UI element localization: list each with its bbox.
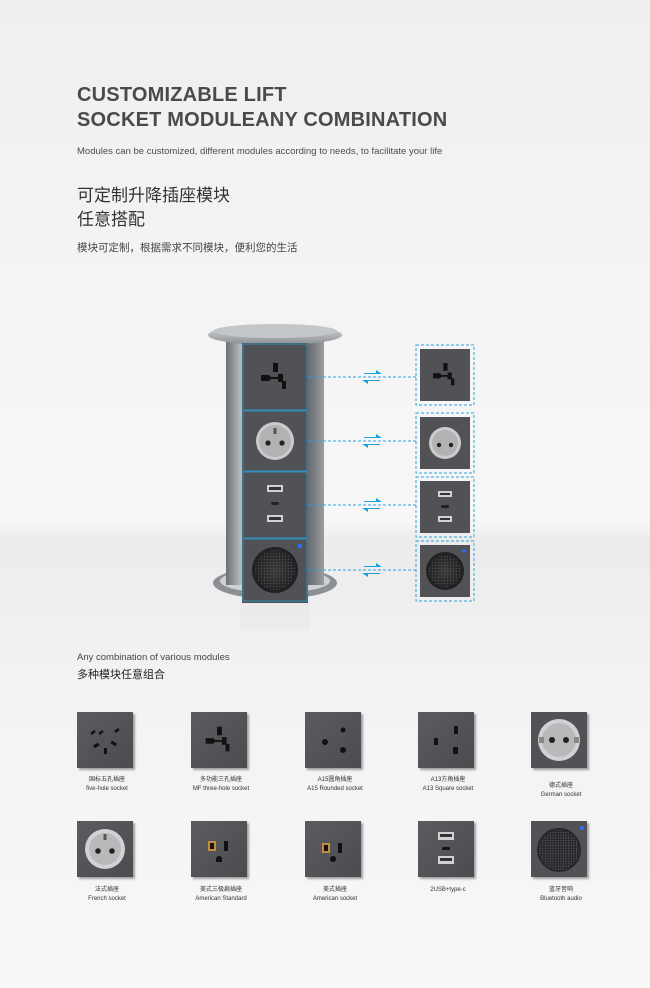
module-cn: A13方角插座 xyxy=(430,777,466,783)
module-en: French socket xyxy=(88,896,126,902)
a13-socket-icon xyxy=(418,712,474,768)
module-en: five-hole socket xyxy=(86,786,128,792)
usb-typec-icon xyxy=(418,821,474,877)
five-hole-socket-icon xyxy=(77,712,133,768)
section-label-cn: 多种模块任意组合 xyxy=(77,669,165,681)
module-cn: 法式插座 xyxy=(94,887,119,893)
module-en: 2USB+type-c xyxy=(430,887,466,893)
american-socket-icon xyxy=(305,821,361,877)
module-en: German socket xyxy=(540,792,582,798)
module-en: Bluetooth audio xyxy=(540,896,582,902)
subtitle-cn: 模块可定制，根据需求不同模块，便利您的生活 xyxy=(77,242,298,254)
module-en: A15 Rounded socket xyxy=(307,786,363,792)
module-five-hole: 国标五孔插座 five-hole socket xyxy=(77,712,137,792)
module-en: MF three-hole socket xyxy=(192,786,250,792)
module-en: American socket xyxy=(312,896,358,902)
module-cn: 多功能三孔插座 xyxy=(199,777,242,783)
french-socket-icon xyxy=(77,821,133,877)
german-socket-icon xyxy=(531,712,587,768)
module-a15: A15圆角插座 A15 Rounded socket xyxy=(305,712,365,792)
a15-socket-icon xyxy=(305,712,361,768)
universal-socket-icon xyxy=(191,712,247,768)
subtitle-en: Modules can be customized, different mod… xyxy=(77,146,443,157)
module-german: 德式插座 German socket xyxy=(531,712,591,798)
module-en: A13 Square socket xyxy=(422,786,474,792)
bluetooth-speaker-icon xyxy=(531,821,587,877)
title-line-1: CUSTOMIZABLE LIFT xyxy=(77,84,287,106)
module-a13: A13方角插座 A13 Square socket xyxy=(418,712,478,792)
module-cn: 蓝牙音响 xyxy=(548,887,573,893)
module-mf-three-hole: 多功能三孔插座 MF three-hole socket xyxy=(191,712,251,792)
module-cn: 美式三极扁插座 xyxy=(199,887,242,893)
module-bluetooth-audio: 蓝牙音响 Bluetooth audio xyxy=(531,821,591,902)
module-usb-typec: 2USB+type-c xyxy=(418,821,478,893)
module-cn: 德式插座 xyxy=(548,783,573,789)
module-en: American Standard xyxy=(195,896,247,902)
title-cn-line-2: 任意搭配 xyxy=(77,210,145,229)
module-cn: 国标五孔插座 xyxy=(88,777,125,783)
module-american-standard: 美式三极扁插座 American Standard xyxy=(191,821,251,902)
title-cn-line-1: 可定制升降插座模块 xyxy=(77,186,230,205)
section-label-en: Any combination of various modules xyxy=(77,652,230,663)
module-cn: 美式插座 xyxy=(322,887,347,893)
american-standard-socket-icon xyxy=(191,821,247,877)
title-line-2: SOCKET MODULEANY COMBINATION xyxy=(77,109,448,131)
lift-socket-illustration xyxy=(208,324,475,630)
module-cn: A15圆角插座 xyxy=(317,777,353,783)
module-french: 法式插座 French socket xyxy=(77,821,137,902)
module-american: 美式插座 American socket xyxy=(305,821,365,902)
